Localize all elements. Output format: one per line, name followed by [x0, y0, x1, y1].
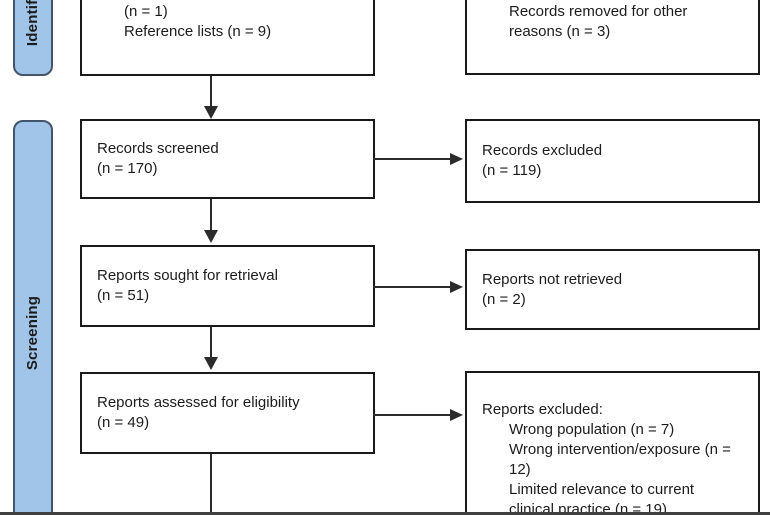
reports-not-retrieved-line1: Reports not retrieved: [482, 270, 623, 288]
box-reports-sought: Reports sought for retrieval (n = 51): [80, 245, 375, 327]
connector-sought-to-assessed: [210, 327, 212, 358]
stage-label-identification: Identification: [13, 0, 53, 76]
records-excluded-line2: (n = 119): [482, 162, 542, 179]
records-screened-line1: Records screened: [97, 140, 219, 157]
connector-assessed-to-excluded: [373, 414, 450, 416]
reports-sought-line1: Reports sought for retrieval: [97, 267, 278, 284]
arrow-right-icon: [450, 153, 463, 165]
connector-sought-to-not-retrieved: [373, 286, 450, 288]
box-records-removed: Records removed for other reasons (n = 3…: [465, 0, 760, 75]
records-identified-line2: Reference lists (n = 9): [124, 23, 272, 40]
box-reports-assessed: Reports assessed for eligibility (n = 49…: [80, 372, 375, 454]
stage-label-identification-text: Identification: [23, 0, 43, 46]
arrow-down-icon: [204, 230, 218, 243]
arrow-right-icon: [450, 409, 463, 421]
box-reports-excluded: Reports excluded: Wrong population (n = …: [465, 371, 760, 515]
box-records-screened: Records screened (n = 170): [80, 119, 375, 199]
bottom-crop-edge: [0, 512, 770, 515]
records-identified-line1: (n = 1): [124, 3, 168, 20]
reports-assessed-line2: (n = 49): [97, 414, 150, 431]
stage-label-screening-text: Screening: [24, 295, 41, 371]
reports-not-retrieved-line2: (n = 2): [482, 290, 526, 308]
reports-excluded-reason-2: Wrong intervention/exposure (n = 12): [509, 441, 731, 478]
records-excluded-line1: Records excluded: [482, 142, 603, 159]
box-records-identified: (n = 1) Reference lists (n = 9): [80, 0, 375, 76]
reports-excluded-title: Reports excluded:: [482, 401, 603, 418]
reports-assessed-line1: Reports assessed for eligibility: [97, 394, 300, 411]
connector-screened-to-sought: [210, 199, 212, 232]
connector-assessed-down: [210, 454, 212, 515]
box-reports-not-retrieved: Reports not retrieved (n = 2): [465, 249, 760, 330]
stage-label-screening: Screening: [13, 120, 53, 515]
box-records-excluded: Records excluded (n = 119): [465, 119, 760, 203]
reports-sought-line2: (n = 51): [97, 287, 150, 304]
arrow-right-icon: [450, 281, 463, 293]
records-removed-text: Records removed for other reasons (n = 3…: [509, 3, 688, 40]
arrow-down-icon: [204, 106, 218, 119]
reports-excluded-reason-1: Wrong population (n = 7): [509, 421, 675, 438]
connector-identified-to-screened: [210, 76, 212, 108]
reports-excluded-reason-3: Limited relevance to current clinical pr…: [509, 481, 695, 515]
connector-screened-to-excluded: [373, 158, 450, 160]
arrow-down-icon: [204, 357, 218, 370]
records-screened-line2: (n = 170): [97, 160, 158, 177]
